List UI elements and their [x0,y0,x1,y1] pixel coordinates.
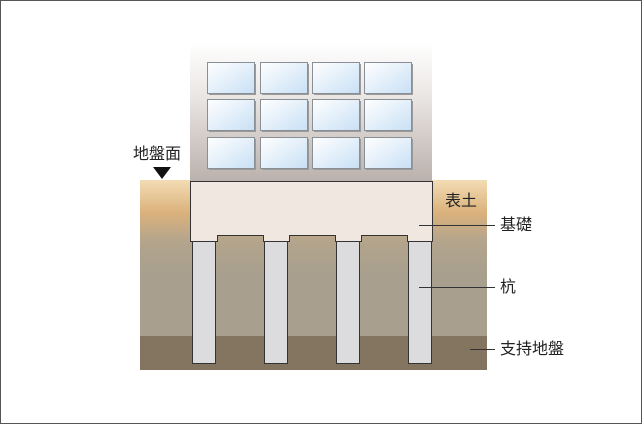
window [207,137,255,169]
topsoil-label: 表土 [445,191,478,210]
window [312,62,360,94]
foundation [190,181,433,242]
window [207,99,255,131]
pile-label: 杭 [500,277,517,296]
pile [408,241,432,364]
window-grid [207,62,413,170]
ground-level-marker-icon [153,167,171,179]
window [364,62,412,94]
window [260,99,308,131]
pile [264,241,288,364]
window [312,137,360,169]
ground-surface-label: 地盤面 [133,144,182,163]
window [260,137,308,169]
window [312,99,360,131]
bearing-stratum-label: 支持地盤 [500,339,565,358]
piles [192,241,432,364]
window [207,62,255,94]
window [260,62,308,94]
pile [336,241,360,364]
window [364,99,412,131]
window [364,137,412,169]
pile [192,241,216,364]
foundation-label: 基礎 [500,215,533,234]
